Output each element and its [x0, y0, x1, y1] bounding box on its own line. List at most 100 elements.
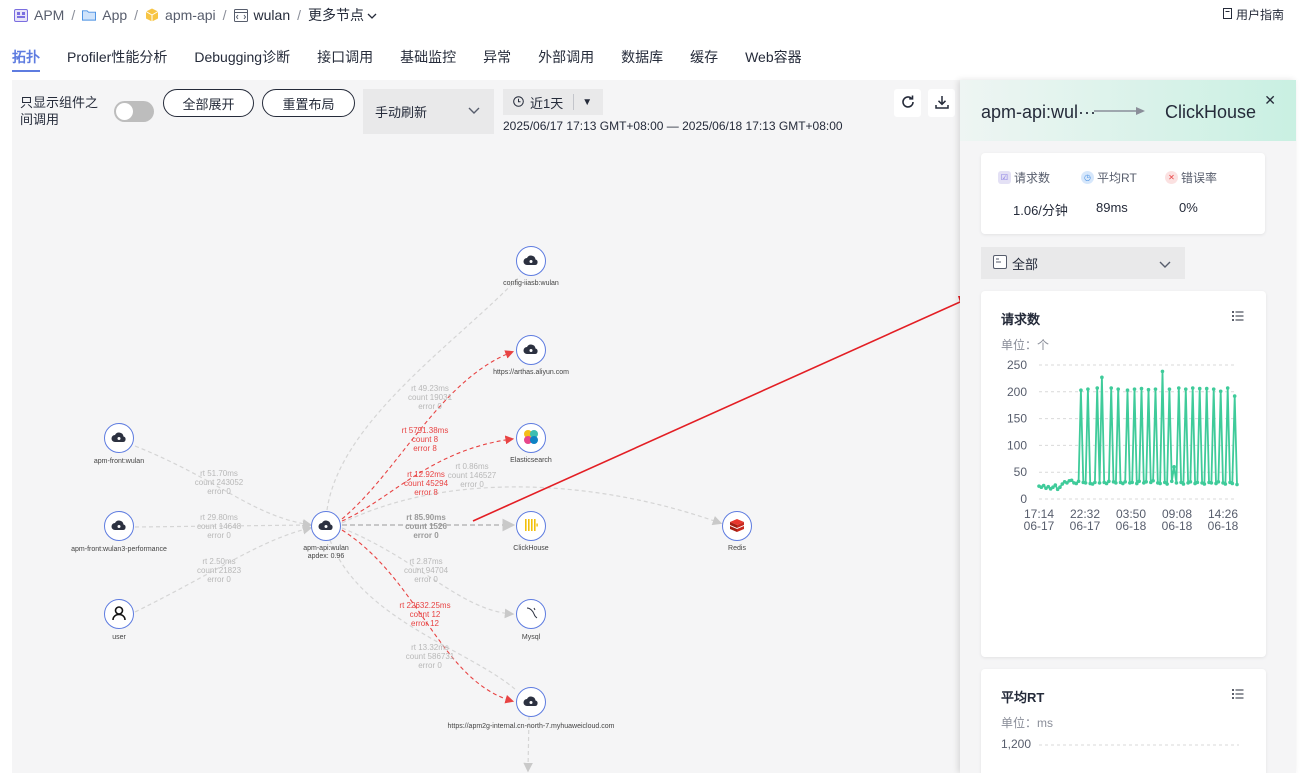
tab-web-container[interactable]: Web容器: [745, 49, 802, 65]
data-point: [1130, 480, 1134, 485]
chevron-down-icon: [1159, 257, 1171, 272]
tab-database[interactable]: 数据库: [621, 49, 664, 65]
data-point: [1202, 482, 1207, 486]
data-point: [1230, 481, 1235, 486]
node-apm-api[interactable]: [311, 511, 341, 541]
y-tick-label: 1,200: [1001, 737, 1032, 751]
breadcrumb-app[interactable]: App: [82, 7, 127, 23]
tab-external-calls[interactable]: 外部调用: [538, 49, 595, 65]
node-huaweicloud[interactable]: [516, 687, 546, 717]
tab-cache[interactable]: 缓存: [690, 49, 719, 65]
chart-unit: 单位：个: [1001, 338, 1050, 352]
cloud-service-icon: [111, 518, 127, 535]
panel-target: ClickHouse: [1165, 102, 1257, 122]
caret-down-icon[interactable]: ▼: [582, 96, 593, 108]
data-point: [1195, 480, 1200, 485]
y-tick-label: 150: [1007, 412, 1027, 426]
more-nodes-dropdown[interactable]: 更多节点: [308, 5, 377, 25]
download-button[interactable]: [928, 89, 955, 117]
list-menu-icon[interactable]: [1232, 687, 1244, 702]
data-point: [1097, 481, 1102, 485]
node-label: user: [112, 634, 126, 641]
stat-rt-label: ◷ 平均RT: [1081, 169, 1137, 186]
user-icon: [111, 605, 127, 624]
folder-icon: [82, 8, 97, 22]
y-tick-label: 250: [1007, 358, 1027, 372]
only-component-calls-label: 只显示组件之间调用: [20, 95, 99, 127]
node-label: Mysql: [521, 634, 541, 641]
node-elasticsearch[interactable]: [516, 423, 546, 453]
time-range-picker[interactable]: 近1天 ▼: [503, 89, 603, 115]
y-tick-label: 100: [1007, 438, 1027, 452]
close-icon[interactable]: ✕: [1264, 92, 1276, 108]
breadcrumb-label: 更多节点: [308, 7, 365, 23]
code-window-icon: [233, 8, 248, 22]
data-point: [1051, 485, 1055, 490]
data-point: [1137, 479, 1141, 484]
chart-title: 请求数: [1001, 312, 1041, 327]
data-point: [1069, 478, 1074, 483]
node-mysql[interactable]: [516, 599, 546, 629]
x-tick-label: 06-18: [1162, 519, 1193, 533]
breadcrumb-label: wulan: [253, 7, 291, 23]
topology-canvas[interactable]: [12, 80, 960, 773]
tab-basic-monitoring[interactable]: 基础监控: [400, 49, 457, 65]
user-guide-link[interactable]: 用户指南: [1222, 6, 1284, 23]
data-point: [1053, 483, 1058, 487]
tab-topology[interactable]: 拓扑: [12, 36, 40, 72]
chevron-down-icon: [367, 7, 377, 23]
tab-api-calls[interactable]: 接口调用: [317, 49, 374, 65]
data-point: [1190, 386, 1195, 390]
node-arthas[interactable]: [516, 335, 546, 365]
reset-layout-button[interactable]: 重置布局: [262, 89, 355, 117]
node-label: apm-api:wulan: [303, 545, 349, 552]
data-point: [1074, 481, 1079, 486]
tab-bar: 拓扑 Profiler性能分析 Debugging诊断 接口调用 基础监控 异常…: [0, 36, 960, 72]
tab-debugging[interactable]: Debugging诊断: [194, 49, 291, 65]
only-component-calls-toggle[interactable]: [114, 101, 154, 122]
node-label: apm-front:wulan3-performance: [71, 546, 167, 553]
data-point: [1060, 482, 1065, 486]
data-point: [1209, 481, 1214, 485]
filter-icon: [993, 254, 1007, 272]
tab-profiler[interactable]: Profiler性能分析: [67, 49, 168, 65]
y-tick-label: 50: [1014, 465, 1028, 479]
refresh-icon: [900, 94, 916, 113]
node-user[interactable]: [104, 599, 134, 629]
breadcrumb-wulan[interactable]: wulan: [233, 7, 291, 23]
node-redis[interactable]: [722, 511, 752, 541]
x-tick-label: 17:14: [1024, 507, 1054, 521]
refresh-mode-value: 手动刷新: [375, 105, 428, 120]
divider: [573, 94, 575, 110]
data-point: [1086, 387, 1090, 391]
data-point: [1204, 386, 1209, 391]
operation-filter-select[interactable]: 全部: [981, 247, 1185, 279]
stat-request-value: 1.06/分钟: [1013, 203, 1068, 218]
data-point: [1172, 465, 1176, 469]
node-apm-front[interactable]: [104, 423, 134, 453]
tab-exceptions[interactable]: 异常: [483, 49, 512, 65]
elasticsearch-icon: [523, 429, 539, 448]
node-label: https://arthas.aliyun.com: [493, 369, 569, 376]
request-count-chart: 05010015020025017:1406-1722:3206-1703:50…: [1007, 358, 1239, 533]
node-clickhouse[interactable]: [516, 511, 546, 541]
cloud-service-icon: [318, 518, 334, 535]
breadcrumb-apm[interactable]: APM: [14, 7, 64, 23]
list-menu-icon[interactable]: [1232, 309, 1244, 324]
refresh-mode-select[interactable]: 手动刷新: [363, 89, 494, 134]
refresh-button[interactable]: [894, 89, 921, 117]
node-apm-front-performance[interactable]: [104, 511, 134, 541]
expand-all-button[interactable]: 全部展开: [163, 89, 254, 117]
data-point: [1135, 481, 1139, 486]
stat-request-label: ☑ 请求数: [998, 169, 1050, 186]
breadcrumb-apm-api[interactable]: apm-api: [145, 7, 216, 23]
avg-rt-chart-grid: [1039, 744, 1239, 746]
node-config-service[interactable]: [516, 246, 546, 276]
x-tick-label: 06-18: [1208, 519, 1239, 533]
data-point: [1055, 487, 1060, 492]
data-point: [1225, 386, 1230, 390]
